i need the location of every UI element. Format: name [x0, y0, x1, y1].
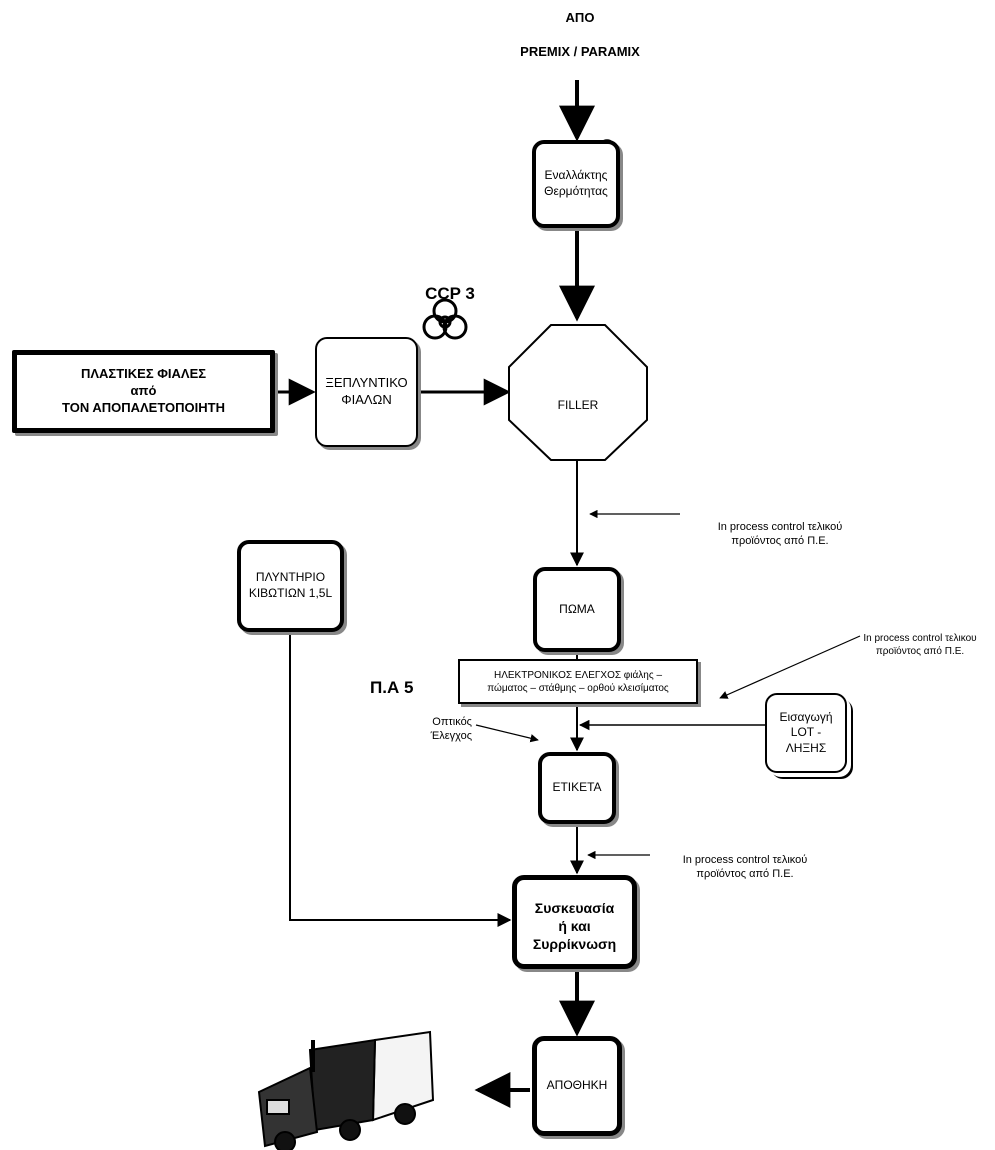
- packaging-line-2: ή και: [533, 917, 616, 935]
- rinser-line-1: ΞΕΠΛΥΝΤΙΚΟ: [325, 375, 407, 392]
- lot-entry-line-1: Εισαγωγή: [779, 710, 832, 726]
- ipc-note-3: In process control τελικού προϊόντος από…: [655, 853, 835, 882]
- filler-octagon: [509, 325, 647, 460]
- arrow-visual-check: [476, 725, 538, 740]
- label-box: ΕΤΙΚΕΤΑ: [538, 752, 616, 824]
- plastic-bottles-line-2: από: [62, 383, 225, 400]
- ipc-note-2-line-1: In process control τελικου: [850, 632, 990, 645]
- warehouse-box: ΑΠΟΘΗΚΗ: [532, 1036, 622, 1136]
- electronic-check-box: ΗΛΕΚΤΡΟΝΙΚΟΣ ΕΛΕΓΧΟΣ φιάλης – πώματος – …: [458, 659, 698, 704]
- ipc-note-1-line-1: In process control τελικού: [690, 520, 870, 534]
- ccp-label: CCP 3: [410, 283, 490, 304]
- crate-washer-line-2: ΚΙΒΩΤΙΩΝ 1,5L: [249, 586, 332, 602]
- plastic-bottles-line-3: ΤΟΝ ΑΠΟΠΑΛΕΤΟΠΟΙΗΤΗ: [62, 400, 225, 417]
- cap-label: ΠΩΜΑ: [559, 602, 595, 618]
- ipc-note-3-line-1: In process control τελικού: [655, 853, 835, 867]
- ipc-note-1-line-2: προϊόντος από Π.Ε.: [690, 534, 870, 548]
- electronic-check-line-1: ΗΛΕΚΤΡΟΝΙΚΟΣ ΕΛΕΓΧΟΣ φιάλης –: [487, 669, 668, 682]
- heat-exchanger-line-2: Θερμότητας: [544, 184, 608, 200]
- visual-check-line-1: Οπτικός: [382, 715, 472, 729]
- ipc-note-3-line-2: προϊόντος από Π.Ε.: [655, 867, 835, 881]
- rinser-box: ΞΕΠΛΥΝΤΙΚΟ ΦΙΑΛΩΝ: [315, 337, 418, 447]
- pa-label: Π.Α 5: [370, 677, 450, 698]
- ipc-note-1: In process control τελικού προϊόντος από…: [690, 520, 870, 549]
- biohazard-icon: [424, 300, 466, 338]
- rinser-line-2: ΦΙΑΛΩΝ: [325, 392, 407, 409]
- cap-box: ΠΩΜΑ: [533, 567, 621, 652]
- plastic-bottles-box: ΠΛΑΣΤΙΚΕΣ ΦΙΑΛΕΣ από ΤΟΝ ΑΠΟΠΑΛΕΤΟΠΟΙΗΤΗ: [12, 350, 275, 433]
- heat-exchanger-box: Εναλλάκτης Θερμότητας: [532, 140, 620, 228]
- filler-label: FILLER: [530, 398, 626, 413]
- electronic-check-line-2: πώματος – στάθμης – ορθού κλεισίματος: [487, 682, 668, 695]
- source-label: ΑΠΟ PREMIX / PARAMIX: [480, 10, 680, 61]
- visual-check-note: Οπτικός Έλεγχος: [382, 715, 472, 744]
- warehouse-label: ΑΠΟΘΗΚΗ: [547, 1078, 608, 1094]
- packaging-line-1: Συσκευασία: [533, 899, 616, 917]
- packaging-line-3: Συρρίκνωση: [533, 935, 616, 953]
- source-line-2: PREMIX / PARAMIX: [480, 44, 680, 60]
- source-line-1: ΑΠΟ: [480, 10, 680, 26]
- lot-entry-line-3: ΛΗΞΗΣ: [779, 741, 832, 757]
- crate-washer-line-1: ΠΛΥΝΤΗΡΙΟ: [249, 570, 332, 586]
- lot-entry-box: Εισαγωγή LOT - ΛΗΞΗΣ: [765, 693, 847, 773]
- plastic-bottles-line-1: ΠΛΑΣΤΙΚΕΣ ΦΙΑΛΕΣ: [62, 366, 225, 383]
- ipc-note-2-line-2: προϊόντος από Π.Ε.: [850, 645, 990, 658]
- packaging-box: Συσκευασία ή και Συρρίκνωση: [512, 875, 637, 969]
- visual-check-line-2: Έλεγχος: [382, 729, 472, 743]
- arrow-ipc-2: [720, 636, 860, 698]
- truck-icon: [259, 1032, 433, 1150]
- ipc-note-2: In process control τελικου προϊόντος από…: [850, 632, 990, 658]
- heat-exchanger-line-1: Εναλλάκτης: [544, 168, 608, 184]
- lot-entry-line-2: LOT -: [779, 725, 832, 741]
- label-box-text: ΕΤΙΚΕΤΑ: [552, 780, 601, 796]
- crate-washer-box: ΠΛΥΝΤΗΡΙΟ ΚΙΒΩΤΙΩΝ 1,5L: [237, 540, 344, 632]
